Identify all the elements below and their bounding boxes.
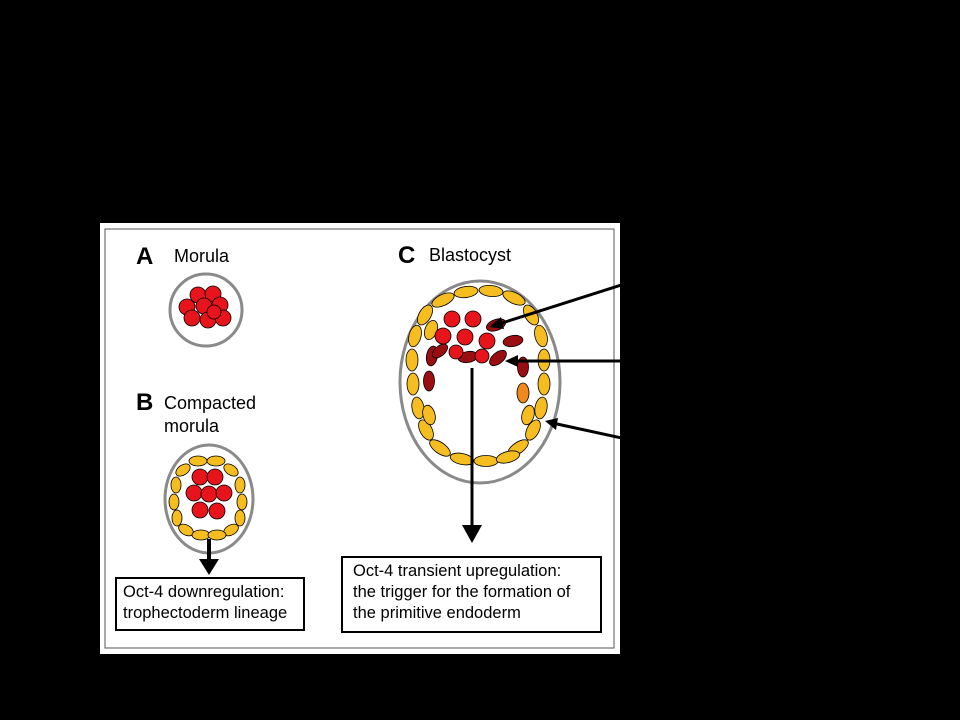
panel-b-title-line2: morula xyxy=(164,416,220,436)
panel-b-title-line1: Compacted xyxy=(164,393,257,413)
note-b-line1: Oct-4 downregulation: xyxy=(123,583,285,601)
arrow-c-down xyxy=(462,368,482,543)
figure-panel: A Morula B Compacted morula C Blastocyst… xyxy=(100,223,620,654)
note-c-line3: the primitive endoderm xyxy=(353,604,521,622)
note-oct4-upregulation: Oct-4 transient upregulation: the trigge… xyxy=(341,556,602,633)
note-oct4-downregulation: Oct-4 downregulation: trophectoderm line… xyxy=(115,577,305,631)
note-b-line2: trophectoderm lineage xyxy=(123,604,288,622)
inner-cell-mass xyxy=(434,310,496,364)
pointer-arrow-inner-cell-mass xyxy=(489,277,641,329)
trophectoderm-cells xyxy=(405,284,551,467)
panel-a-letter: A xyxy=(136,243,154,270)
pointer-arrow-trophectoderm xyxy=(545,418,641,444)
note-c-line2: the trigger for the formation of xyxy=(353,583,571,601)
panel-c-title: Blastocyst xyxy=(429,245,512,265)
compacted-morula-embryo xyxy=(163,443,255,555)
blastocyst-embryo xyxy=(398,279,562,485)
morula-embryo xyxy=(168,272,244,348)
panel-c-letter: C xyxy=(398,242,416,269)
note-c-line1: Oct-4 transient upregulation: xyxy=(353,562,562,580)
arrow-b-down xyxy=(199,539,219,575)
orange-cells xyxy=(516,382,530,404)
embryo-diagram xyxy=(104,228,615,649)
pointer-arrow-primitive-endoderm xyxy=(505,355,640,367)
figure-frame xyxy=(104,228,615,649)
panel-b-letter: B xyxy=(136,389,154,416)
panel-a-title: Morula xyxy=(174,246,230,266)
